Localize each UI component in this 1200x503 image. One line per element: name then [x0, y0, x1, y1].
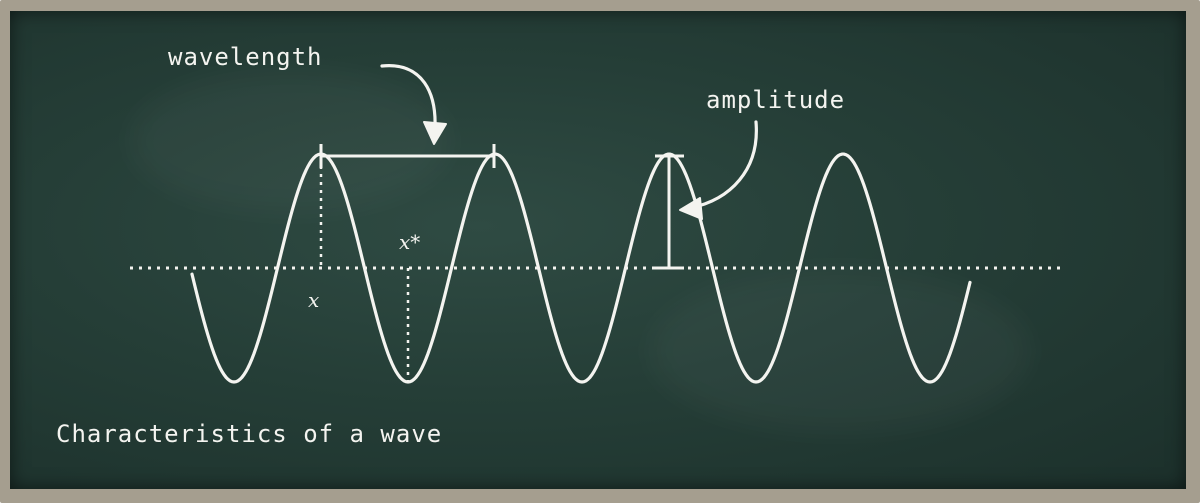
- x-star-label: x*: [399, 230, 421, 254]
- diagram-caption: Characteristics of a wave: [56, 420, 443, 448]
- wavelength-bracket: [319, 144, 496, 168]
- amplitude-arrow: [679, 120, 758, 220]
- amplitude-bracket: [655, 154, 684, 270]
- wavelength-arrow: [380, 64, 447, 145]
- amplitude-label: amplitude: [706, 86, 846, 114]
- chalkboard: [10, 11, 1186, 489]
- x-label: x: [308, 288, 320, 312]
- wavelength-label: wavelength: [168, 43, 323, 71]
